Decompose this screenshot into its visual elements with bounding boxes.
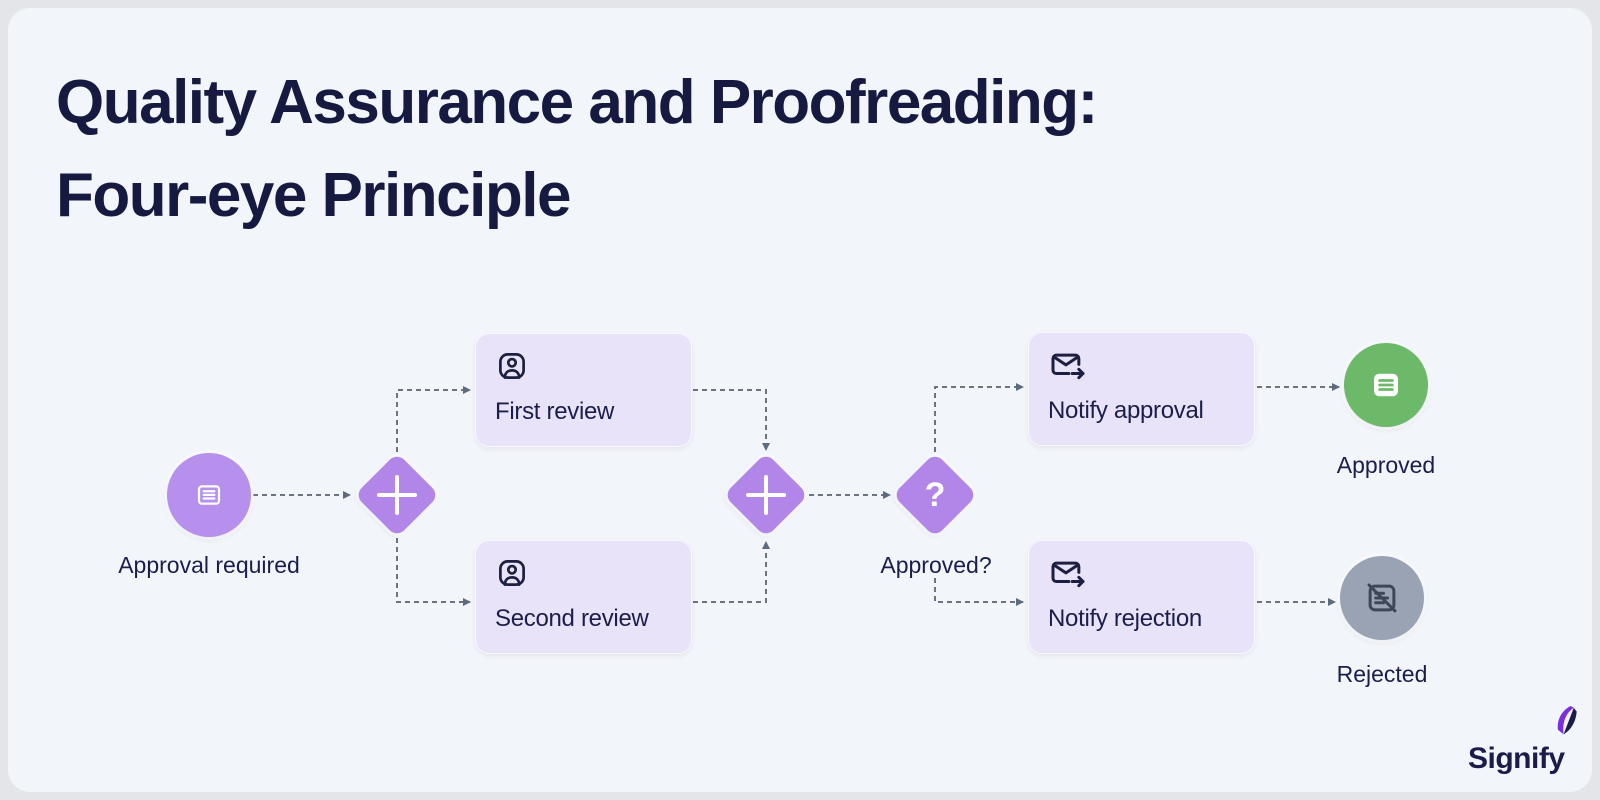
content-card — [8, 8, 1592, 792]
rejected-end-label: Rejected — [1336, 661, 1428, 687]
question-mark-icon: ? — [924, 475, 946, 514]
edge-decision-notify-approval — [934, 383, 1024, 452]
mail-forward-icon — [1051, 561, 1085, 588]
brand-name: Signify — [1468, 742, 1565, 775]
start-event-node — [167, 453, 251, 537]
task-notify-approval: Notify approval — [1028, 332, 1255, 446]
task-first-review-label: First review — [495, 398, 615, 425]
edge-first-review-join — [693, 389, 770, 451]
document-slash-icon — [1367, 583, 1397, 613]
user-icon — [499, 560, 525, 586]
user-icon — [499, 353, 525, 379]
approved-end-label: Approved — [1336, 452, 1436, 478]
join-gateway-node — [723, 452, 809, 538]
document-lines-icon — [197, 485, 221, 505]
edge-split-first-review — [396, 386, 471, 452]
task-notify-rejection: Notify rejection — [1028, 540, 1255, 654]
task-notify-approval-label: Notify approval — [1048, 397, 1204, 424]
mail-forward-icon — [1051, 353, 1085, 380]
plus-icon — [746, 475, 786, 515]
task-second-review: Second review — [475, 540, 692, 654]
task-first-review: First review — [475, 333, 692, 447]
edge-split-second-review — [396, 538, 471, 606]
task-notify-rejection-label: Notify rejection — [1048, 605, 1202, 632]
plus-icon — [377, 475, 417, 515]
split-gateway-node — [354, 452, 440, 538]
approved-end-node — [1344, 343, 1428, 427]
start-event-label: Approval required — [118, 552, 300, 578]
rejected-end-node — [1340, 556, 1424, 640]
title-line-1: Quality Assurance and Proofreading: — [56, 68, 1098, 137]
document-filled-icon — [1374, 373, 1398, 397]
task-second-review-label: Second review — [495, 605, 649, 632]
decision-gateway-node: ? — [892, 452, 978, 538]
signify-logo-icon — [1557, 706, 1577, 735]
decision-gateway-label: Approved? — [880, 552, 992, 578]
page-title: Quality Assurance and Proofreading: Four… — [56, 56, 1098, 242]
edge-decision-notify-rejection — [934, 578, 1024, 606]
brand-logo: Signify — [1462, 704, 1582, 780]
edge-second-review-join — [693, 541, 770, 603]
title-line-2: Four-eye Principle — [56, 161, 571, 230]
